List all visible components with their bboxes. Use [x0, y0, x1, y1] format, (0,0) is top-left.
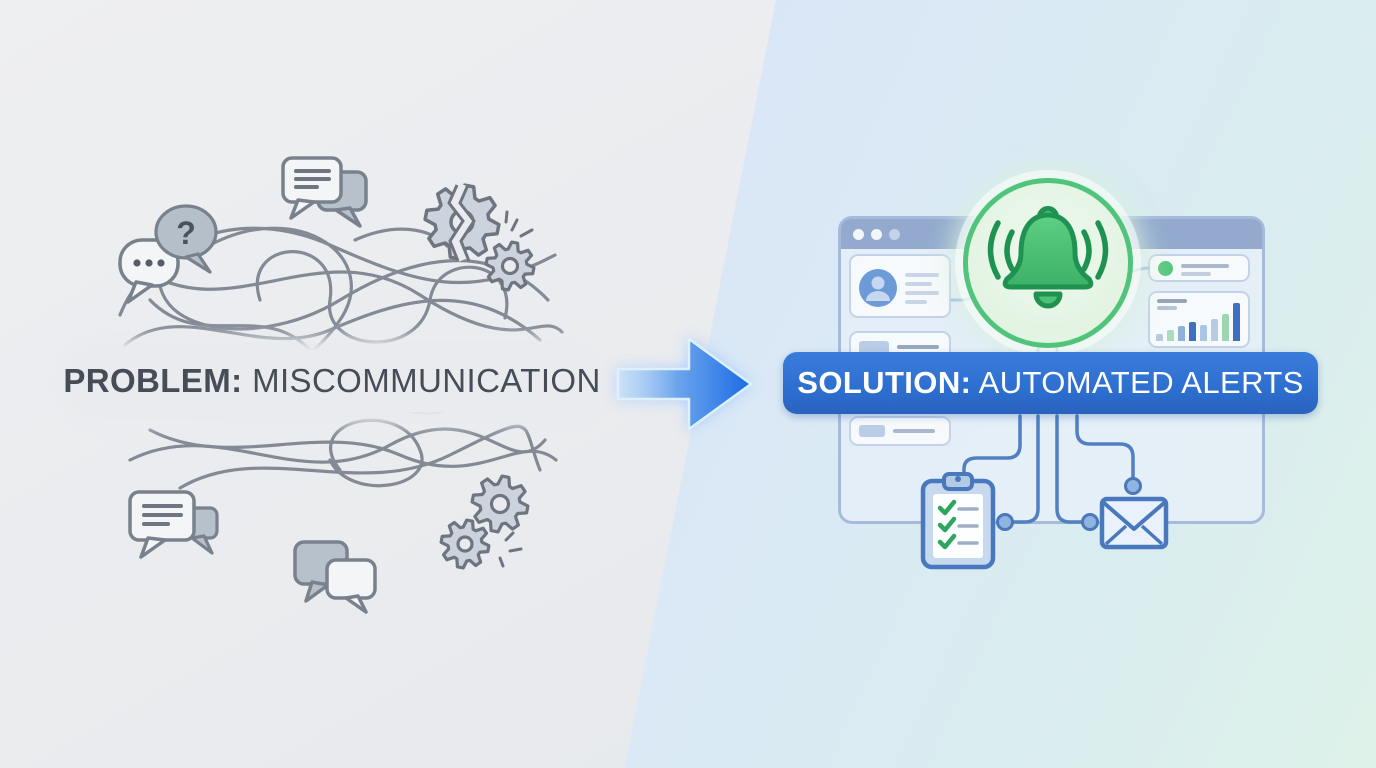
solution-heading: SOLUTION: AUTOMATED ALERTS: [797, 365, 1304, 401]
bar-chart-card: [1148, 291, 1250, 348]
user-profile-card: [849, 254, 951, 318]
notification-bell-icon: [987, 206, 1109, 309]
text-line: [905, 291, 939, 295]
solution-heading-banner: SOLUTION: AUTOMATED ALERTS: [783, 352, 1318, 414]
status-dot: [1158, 261, 1173, 276]
problem-heading: PROBLEM: MISCOMMUNICATION: [63, 362, 600, 400]
problem-heading-band: PROBLEM: MISCOMMUNICATION: [63, 350, 600, 412]
chart-bar: [1178, 326, 1185, 341]
text-line: [1181, 272, 1211, 276]
text-line: [893, 429, 935, 433]
solution-heading-bold: SOLUTION:: [797, 365, 972, 400]
chart-bar: [1200, 325, 1207, 341]
mini-bar-chart: [1156, 301, 1243, 341]
user-avatar-icon: [859, 269, 897, 307]
chart-bar: [1211, 319, 1218, 341]
text-line: [1181, 264, 1229, 268]
chart-bar: [1222, 314, 1229, 341]
text-line: [905, 300, 927, 304]
titlebar-dot: [871, 228, 882, 240]
text-line: [1157, 299, 1187, 303]
problem-heading-rest: MISCOMMUNICATION: [242, 362, 601, 399]
alert-bell-badge: [963, 178, 1133, 348]
notification-card: [1148, 254, 1250, 282]
chart-bar: [1233, 303, 1240, 341]
list-item-card: [849, 416, 951, 446]
titlebar-dot: [889, 228, 900, 240]
chart-bar: [1189, 322, 1196, 341]
problem-heading-bold: PROBLEM:: [63, 362, 243, 399]
text-line: [905, 273, 939, 277]
sound-waves-icon: [987, 220, 1109, 280]
text-line: [1157, 306, 1177, 310]
text-line: [897, 345, 939, 349]
solution-heading-rest: AUTOMATED ALERTS: [971, 365, 1304, 400]
titlebar-dot: [853, 228, 864, 240]
chart-bar: [1167, 330, 1174, 341]
text-line: [905, 282, 932, 286]
thumbnail: [859, 425, 885, 437]
chart-bar: [1156, 334, 1163, 341]
thumbnail: [859, 341, 889, 355]
